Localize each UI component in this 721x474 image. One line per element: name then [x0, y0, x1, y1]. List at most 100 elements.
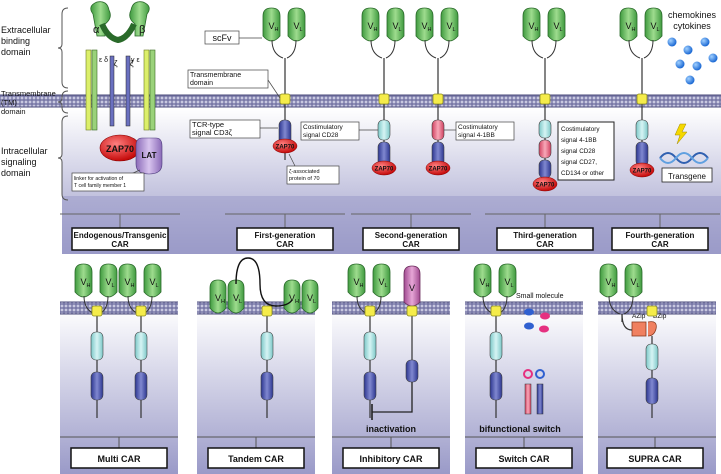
third-gen-list: signal CD28	[561, 148, 596, 155]
second-gen-41bb-label: Costimulatory	[458, 124, 498, 131]
intracellular-label: domain	[1, 168, 31, 178]
endogenous-beta: β	[139, 24, 145, 36]
supra-scfv-vl	[624, 263, 643, 298]
endogenous-lat-note-box	[71, 172, 145, 192]
switch-switch-ring-0	[523, 369, 533, 379]
second-gen-cd28-costim	[377, 119, 391, 141]
supra-azip-label: AZip	[632, 313, 646, 320]
endogenous-lat-note: linker for activation of	[74, 176, 124, 182]
multi-car-2-scfv-vh	[118, 263, 137, 298]
third-gen-costim2	[538, 139, 552, 159]
first-gen-scfv-vl-label: VL	[294, 21, 303, 33]
switch-switch-ring-1	[535, 369, 545, 379]
fourth-gen-zap70	[629, 162, 655, 178]
inhibitory-activating-scfv-vh	[347, 263, 366, 298]
second-gen-41bb-scfv-vh	[415, 7, 434, 42]
second-gen-cd28-box	[300, 121, 360, 141]
tandem-vh1-sub: H	[221, 299, 225, 305]
fourth-gen-scfv-vh	[619, 7, 638, 42]
tandem-vh1-label: VH	[215, 293, 225, 305]
switch-costim	[489, 331, 503, 361]
switch-switch-domain-0	[524, 383, 532, 415]
tandem-vl1-label: VL	[233, 293, 242, 305]
type-inhibitory-box	[342, 447, 440, 469]
endogenous-zeta1-label: ζ	[114, 59, 118, 68]
multi-car-1-scfv-vl	[99, 263, 118, 298]
fourth-gen-chemokines: cytokines	[673, 21, 711, 31]
fourth-gen-transgene-box	[661, 167, 713, 183]
third-gen-zap70	[532, 176, 558, 192]
tandem-vl2-label: VL	[307, 293, 316, 305]
type-switch-title: Switch CAR	[498, 454, 550, 464]
switch-molecule-0	[524, 308, 534, 316]
gen-fourth-title: Fourth-generation	[626, 231, 695, 240]
fourth-gen-dna-icon-2	[659, 152, 709, 164]
second-gen-41bb-box	[455, 121, 515, 141]
first-gen-tcr-label: TCR-type	[192, 120, 224, 129]
supra-tm	[646, 305, 658, 317]
first-gen-scfv-label: scFv	[213, 33, 232, 43]
second-gen-cd28-label: Costimulatory	[303, 124, 343, 131]
fourth-gen-transgene-label: Transgene	[668, 172, 707, 181]
transmembrane-label: (TM)	[1, 98, 17, 107]
second-gen-cd28-tm	[378, 93, 390, 105]
endogenous-zap70-label: ZAP70	[106, 144, 134, 154]
multi-car-1-tm	[91, 305, 103, 317]
supra-scfv-vl-label: VL	[631, 277, 640, 289]
gen-fourth-box	[611, 227, 709, 251]
first-gen-scfv-box	[204, 30, 240, 45]
fourth-gen-costim	[635, 119, 649, 141]
endogenous-cd3-left-b	[91, 49, 98, 131]
type-supra-box	[606, 447, 704, 469]
inhibitory-activating-scfv-vl-sub: L	[385, 283, 388, 289]
first-gen-zeta-label: protein of 70	[289, 176, 320, 182]
second-gen-cd28-scfv-vh-sub: H	[374, 27, 378, 33]
gen-first-car: CAR	[276, 240, 294, 249]
first-gen-tm-pointer	[267, 79, 281, 99]
third-gen-scfv-vl	[547, 7, 566, 42]
gen-first-box	[236, 227, 334, 251]
type-tandem-title: Tandem CAR	[228, 454, 284, 464]
multi-car-2-scfv-vl-label: VL	[150, 277, 159, 289]
tandem-tm	[261, 305, 273, 317]
fourth-gen-cytokine-dot-1	[683, 45, 693, 55]
second-gen-41bb-scfv-vl	[440, 7, 459, 42]
switch-scfv-vl	[498, 263, 517, 298]
supra-costim	[645, 343, 659, 371]
first-gen-scfv-vl-sub: L	[300, 27, 303, 33]
inhibitory-activating-scfv-vh-label: VH	[354, 277, 364, 289]
first-gen-zeta-pointer	[288, 153, 296, 167]
inhibitory-activating-scfv-vl	[372, 263, 391, 298]
endogenous-alpha: α	[93, 24, 100, 36]
type-supra-title: SUPRA CAR	[628, 454, 682, 464]
endogenous-cd3-right-a	[143, 49, 150, 131]
third-gen-scfv-vh-sub: H	[535, 27, 539, 33]
fourth-gen-scfv-vh-label: VH	[626, 21, 636, 33]
switch-tm	[490, 305, 502, 317]
first-gen-scfv-vh-sub: H	[275, 27, 279, 33]
tandem-costim	[260, 331, 274, 361]
fourth-gen-zap70-label: ZAP70	[633, 169, 652, 175]
switch-scfv-vh-sub: H	[486, 283, 490, 289]
inhibitory-inhib-tm	[406, 305, 418, 317]
fourth-gen-cytokine-dot-6	[685, 75, 695, 85]
inhibitory-activating-cd3z	[363, 371, 377, 401]
second-gen-41bb-scfv-hinge	[424, 39, 450, 59]
third-gen-cd3z	[538, 159, 552, 179]
tandem-vh2-label: VH	[289, 293, 299, 305]
endogenous-ed-label: ε δ	[99, 57, 108, 64]
endogenous-lat	[135, 137, 163, 175]
transmembrane-brace	[57, 90, 69, 114]
type-multi-title: Multi CAR	[98, 454, 141, 464]
gen-first-title: First-generation	[255, 231, 316, 240]
switch-scfv-vh	[473, 263, 492, 298]
second-gen-41bb-costim	[431, 119, 445, 141]
first-gen-scfv-vl	[287, 7, 306, 42]
multi-car-1-scfv-vh-label: VH	[81, 277, 91, 289]
fourth-gen-chemokines: chemokines	[668, 10, 717, 20]
gen-endogenous-box	[71, 227, 169, 251]
first-gen-scfv-hinge	[271, 39, 297, 59]
multi-car-2-tm	[135, 305, 147, 317]
gen-third-box	[496, 227, 594, 251]
